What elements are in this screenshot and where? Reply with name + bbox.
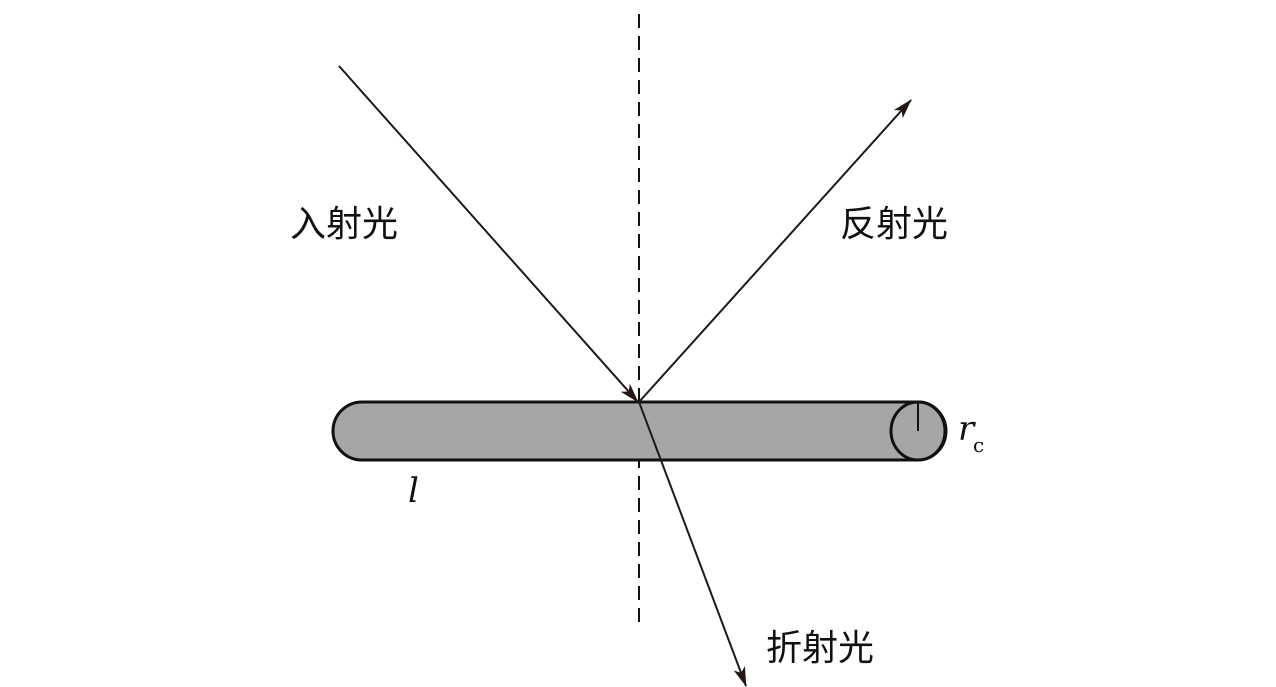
radius-label: r: [958, 409, 976, 449]
cylinder-body: [331, 400, 948, 462]
refracted-light-label: 折射光: [766, 628, 874, 669]
incident-light-label: 入射光: [290, 204, 398, 245]
reflected-light-label: 反射光: [840, 204, 948, 245]
reflected-ray: [638, 99, 912, 403]
refracted-ray: [638, 401, 747, 687]
radius-subscript: c: [973, 433, 984, 457]
incident-ray: [338, 65, 639, 403]
length-label: l: [408, 471, 419, 511]
